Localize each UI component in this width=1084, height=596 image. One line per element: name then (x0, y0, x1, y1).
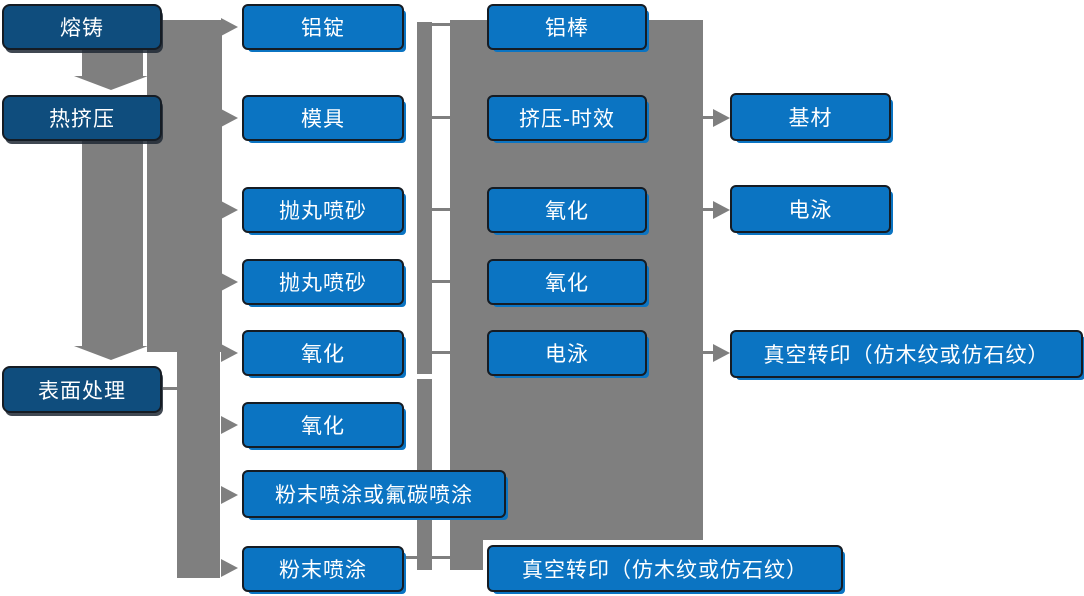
node-base-material: 基材 (730, 93, 891, 141)
connector-row3 (432, 208, 451, 211)
node-label: 抛丸喷砂 (279, 200, 367, 223)
node-electrophoresis-1: 电泳 (487, 330, 647, 376)
node-shot-blasting-1: 抛丸喷砂 (242, 187, 404, 233)
down-arrowhead-icon (74, 346, 148, 360)
node-hot-extrusion: 热挤压 (2, 95, 162, 141)
connector-row2 (432, 116, 451, 119)
node-label: 铝棒 (545, 17, 589, 40)
node-extrusion-aging: 挤压-时效 (487, 95, 647, 141)
node-aluminum-ingot: 铝锭 (242, 4, 404, 50)
node-oxidation-4: 氧化 (487, 259, 647, 305)
right-arrowhead-icon (221, 486, 238, 504)
node-label: 粉末喷涂 (279, 559, 367, 582)
node-label: 抛丸喷砂 (279, 272, 367, 295)
right-arrowhead-icon (221, 201, 238, 219)
node-oxidation-1: 氧化 (242, 330, 404, 376)
node-oxidation-3: 氧化 (487, 187, 647, 233)
node-mold: 模具 (242, 95, 404, 141)
node-oxidation-2: 氧化 (242, 402, 404, 448)
connector-row4 (432, 280, 451, 283)
block-stage3-foot (450, 540, 483, 570)
right-arrowhead-icon (713, 344, 730, 362)
node-melt-casting: 熔铸 (2, 4, 162, 50)
connector-row8 (406, 556, 451, 559)
bus-stage2-feed-lower (177, 352, 220, 578)
connector-out-row5 (703, 351, 714, 354)
right-arrowhead-icon (713, 201, 730, 219)
node-label: 氧化 (301, 415, 345, 438)
connector-row1 (432, 23, 451, 26)
node-label: 电泳 (545, 343, 589, 366)
node-label: 挤压-时效 (519, 108, 615, 131)
node-electrophoresis-2: 电泳 (730, 185, 891, 233)
node-label: 氧化 (301, 343, 345, 366)
right-arrowhead-icon (221, 416, 238, 434)
node-surface-treatment: 表面处理 (2, 366, 162, 413)
right-arrowhead-icon (713, 109, 730, 127)
node-label: 粉末喷涂或氟碳喷涂 (275, 484, 473, 507)
node-vacuum-transfer-right: 真空转印（仿木纹或仿石纹） (730, 330, 1083, 378)
node-label: 铝锭 (301, 17, 345, 40)
node-label: 真空转印（仿木纹或仿石纹） (522, 558, 808, 582)
node-label: 模具 (301, 108, 345, 131)
right-arrowhead-icon (221, 344, 238, 362)
node-aluminum-rod: 铝棒 (487, 4, 647, 50)
node-label: 热挤压 (49, 108, 115, 131)
down-arrowhead-icon (74, 76, 148, 90)
connector-surface-treatment (163, 387, 179, 390)
bus-stage1-upper (82, 49, 143, 77)
connector-out-row2 (703, 116, 714, 119)
connector-out-row3 (703, 208, 714, 211)
node-label: 真空转印（仿木纹或仿石纹） (763, 344, 1050, 367)
node-label: 氧化 (545, 272, 589, 295)
bus-stage1-lower (82, 141, 143, 347)
node-powder-coating: 粉末喷涂 (242, 546, 404, 592)
node-vacuum-transfer-bottom: 真空转印（仿木纹或仿石纹） (487, 545, 843, 592)
bus-merge-upper (417, 22, 432, 374)
right-arrowhead-icon (221, 273, 238, 291)
node-shot-blasting-2: 抛丸喷砂 (242, 259, 404, 305)
node-label: 氧化 (545, 200, 589, 223)
node-label: 表面处理 (38, 379, 126, 403)
node-label: 基材 (788, 107, 833, 130)
right-arrowhead-icon (221, 18, 238, 36)
right-arrowhead-icon (221, 559, 238, 577)
right-arrowhead-icon (221, 109, 238, 127)
node-powder-or-fluorocarbon-coating: 粉末喷涂或氟碳喷涂 (242, 470, 506, 518)
node-label: 电泳 (788, 199, 833, 222)
bus-stage2-feed-upper (147, 20, 222, 352)
connector-row5 (432, 351, 451, 354)
node-label: 熔铸 (60, 17, 104, 40)
